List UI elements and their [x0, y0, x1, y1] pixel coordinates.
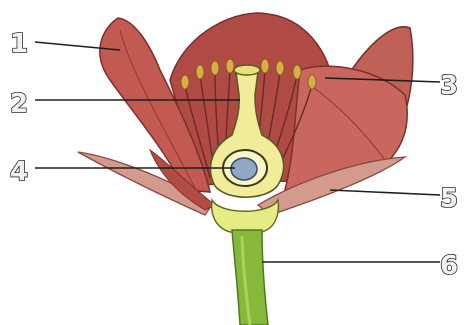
label-3: 3: [440, 71, 458, 101]
ovule: [231, 158, 257, 180]
label-5: 5: [440, 184, 458, 214]
label-4: 4: [10, 157, 28, 187]
leader-5: [330, 190, 440, 195]
flower-stalk: [232, 230, 268, 325]
label-2: 2: [10, 89, 28, 119]
label-6: 6: [440, 251, 458, 281]
label-1: 1: [10, 29, 28, 59]
stigma: [234, 65, 260, 75]
